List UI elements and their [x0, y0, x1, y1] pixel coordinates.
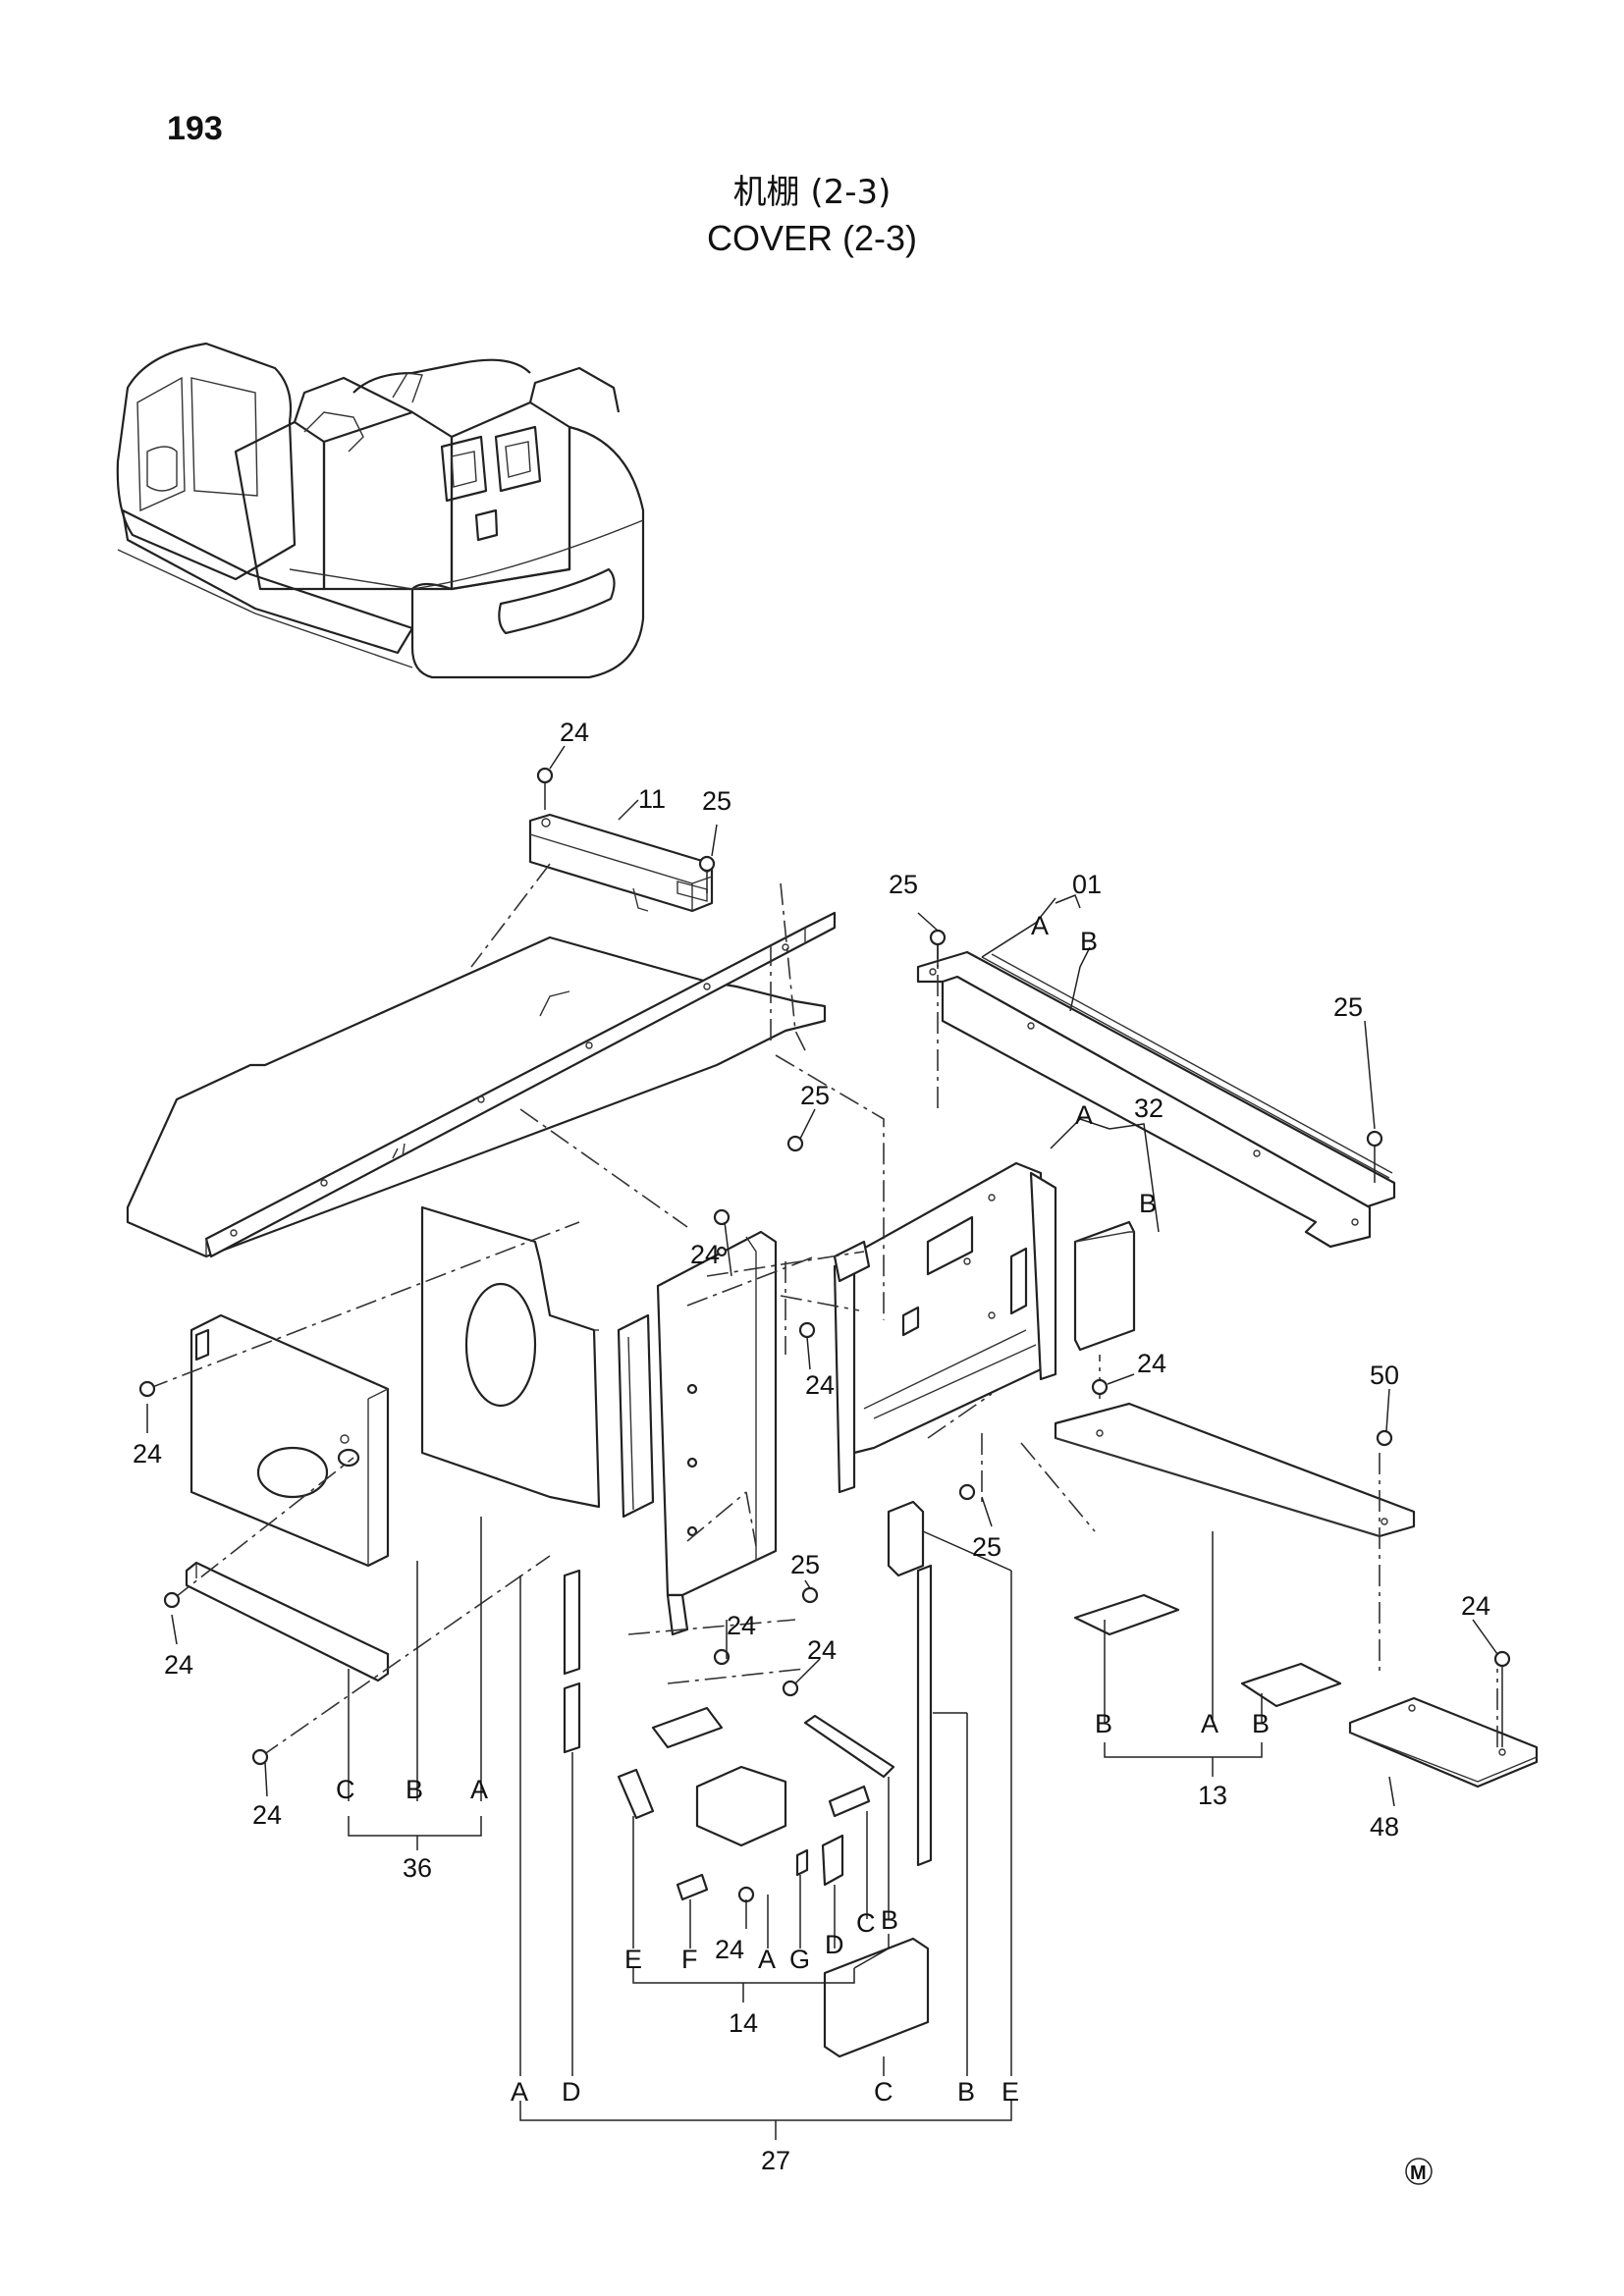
sub-item-letters: A B A B C B A B A B E F A G D C B A D C … — [336, 911, 1270, 2107]
letter-B: B — [1080, 927, 1098, 956]
letter-A: A — [758, 1945, 776, 1974]
letter-B: B — [881, 1905, 898, 1935]
part-14-pads — [617, 1706, 895, 1901]
callout-11: 11 — [638, 784, 666, 814]
callout-24: 24 — [727, 1611, 756, 1640]
callout-24: 24 — [560, 718, 589, 747]
callout-01: 01 — [1072, 870, 1102, 899]
callout-24: 24 — [133, 1439, 162, 1468]
bolt-icon — [1493, 1650, 1511, 1747]
bolt-icon — [138, 1380, 156, 1398]
callout-25: 25 — [1333, 992, 1363, 1022]
letter-G: G — [789, 1945, 810, 1974]
assembly-lines — [146, 863, 1498, 1758]
bolt-icons — [138, 767, 1511, 1903]
letter-A: A — [1201, 1709, 1218, 1738]
letter-E: E — [1001, 2077, 1019, 2107]
letter-B: B — [1095, 1709, 1112, 1738]
callout-48: 48 — [1370, 1812, 1399, 1842]
center-right-frame — [833, 1161, 1057, 1494]
bolt-icon — [698, 855, 716, 893]
callout-13: 13 — [1198, 1781, 1227, 1810]
callout-25: 25 — [889, 870, 918, 899]
part-36-panel — [185, 1313, 390, 1682]
part-callouts: 24 11 25 25 01 25 25 32 24 24 24 24 50 2… — [133, 718, 1490, 2175]
mark-letter: M — [1410, 2163, 1427, 2184]
letter-C: C — [336, 1775, 355, 1804]
bolt-icon — [1091, 1378, 1109, 1396]
callout-27: 27 — [761, 2146, 790, 2175]
letter-C: C — [856, 1908, 876, 1938]
callout-25: 25 — [800, 1081, 830, 1110]
callout-50: 50 — [1370, 1361, 1399, 1390]
callout-24: 24 — [252, 1800, 282, 1830]
bolt-icon — [786, 1135, 804, 1152]
page-number: 193 — [167, 110, 223, 147]
callout-24: 24 — [164, 1650, 193, 1680]
center-tall-panel — [617, 1230, 778, 1636]
callout-24: 24 — [805, 1370, 835, 1400]
bolt-icon — [1376, 1429, 1393, 1447]
letter-A: A — [470, 1775, 488, 1804]
circled-m-mark: M — [1405, 2158, 1433, 2185]
callout-24: 24 — [715, 1935, 744, 1964]
letter-B: B — [1252, 1709, 1270, 1738]
letter-F: F — [681, 1945, 698, 1974]
letter-D: D — [562, 2077, 581, 2107]
callout-32: 32 — [1134, 1094, 1164, 1123]
bolt-icon — [798, 1321, 816, 1339]
bolt-icon — [958, 1483, 976, 1501]
bolt-icon — [536, 767, 554, 810]
bolt-icon — [163, 1591, 181, 1609]
part-32-pad — [1073, 1220, 1136, 1352]
letter-E: E — [624, 1945, 642, 1974]
callout-14: 14 — [729, 2008, 758, 2038]
bolt-icon — [713, 1208, 731, 1226]
letter-C: C — [874, 2077, 893, 2107]
letter-D: D — [825, 1930, 844, 1959]
part-01-angle-rail — [916, 950, 1396, 1249]
title-chinese: 机棚 (2-3) — [732, 173, 892, 212]
title-english: COVER (2-3) — [706, 218, 918, 258]
part-27-pads — [563, 1500, 933, 2058]
callout-24: 24 — [1137, 1349, 1166, 1378]
bolt-icon — [1366, 1130, 1383, 1183]
callout-24: 24 — [807, 1635, 837, 1665]
leader-lines — [146, 745, 1498, 2140]
callout-24: 24 — [1461, 1591, 1490, 1621]
callout-25: 25 — [790, 1550, 820, 1579]
callout-24: 24 — [690, 1240, 720, 1269]
letter-A: A — [511, 2077, 528, 2107]
bolt-icon — [782, 1680, 799, 1697]
bolt-icon — [713, 1648, 731, 1666]
callout-25: 25 — [972, 1532, 1001, 1562]
letter-A: A — [1075, 1100, 1093, 1130]
long-top-plate — [126, 911, 837, 1258]
part-11-bracket — [528, 813, 714, 913]
center-left-plate — [420, 1205, 601, 1509]
callout-25: 25 — [702, 786, 731, 816]
bolt-icon — [801, 1586, 819, 1604]
bolt-icon — [737, 1886, 755, 1903]
letter-A: A — [1031, 911, 1049, 940]
letter-B: B — [406, 1775, 423, 1804]
letter-B: B — [957, 2077, 975, 2107]
excavator-locator-illustration — [116, 342, 645, 679]
letter-B: B — [1139, 1189, 1157, 1218]
callout-36: 36 — [403, 1853, 432, 1883]
part-13-plate — [1054, 1402, 1416, 1708]
bolt-icon — [251, 1748, 269, 1766]
part-48-plate — [1348, 1696, 1539, 1789]
